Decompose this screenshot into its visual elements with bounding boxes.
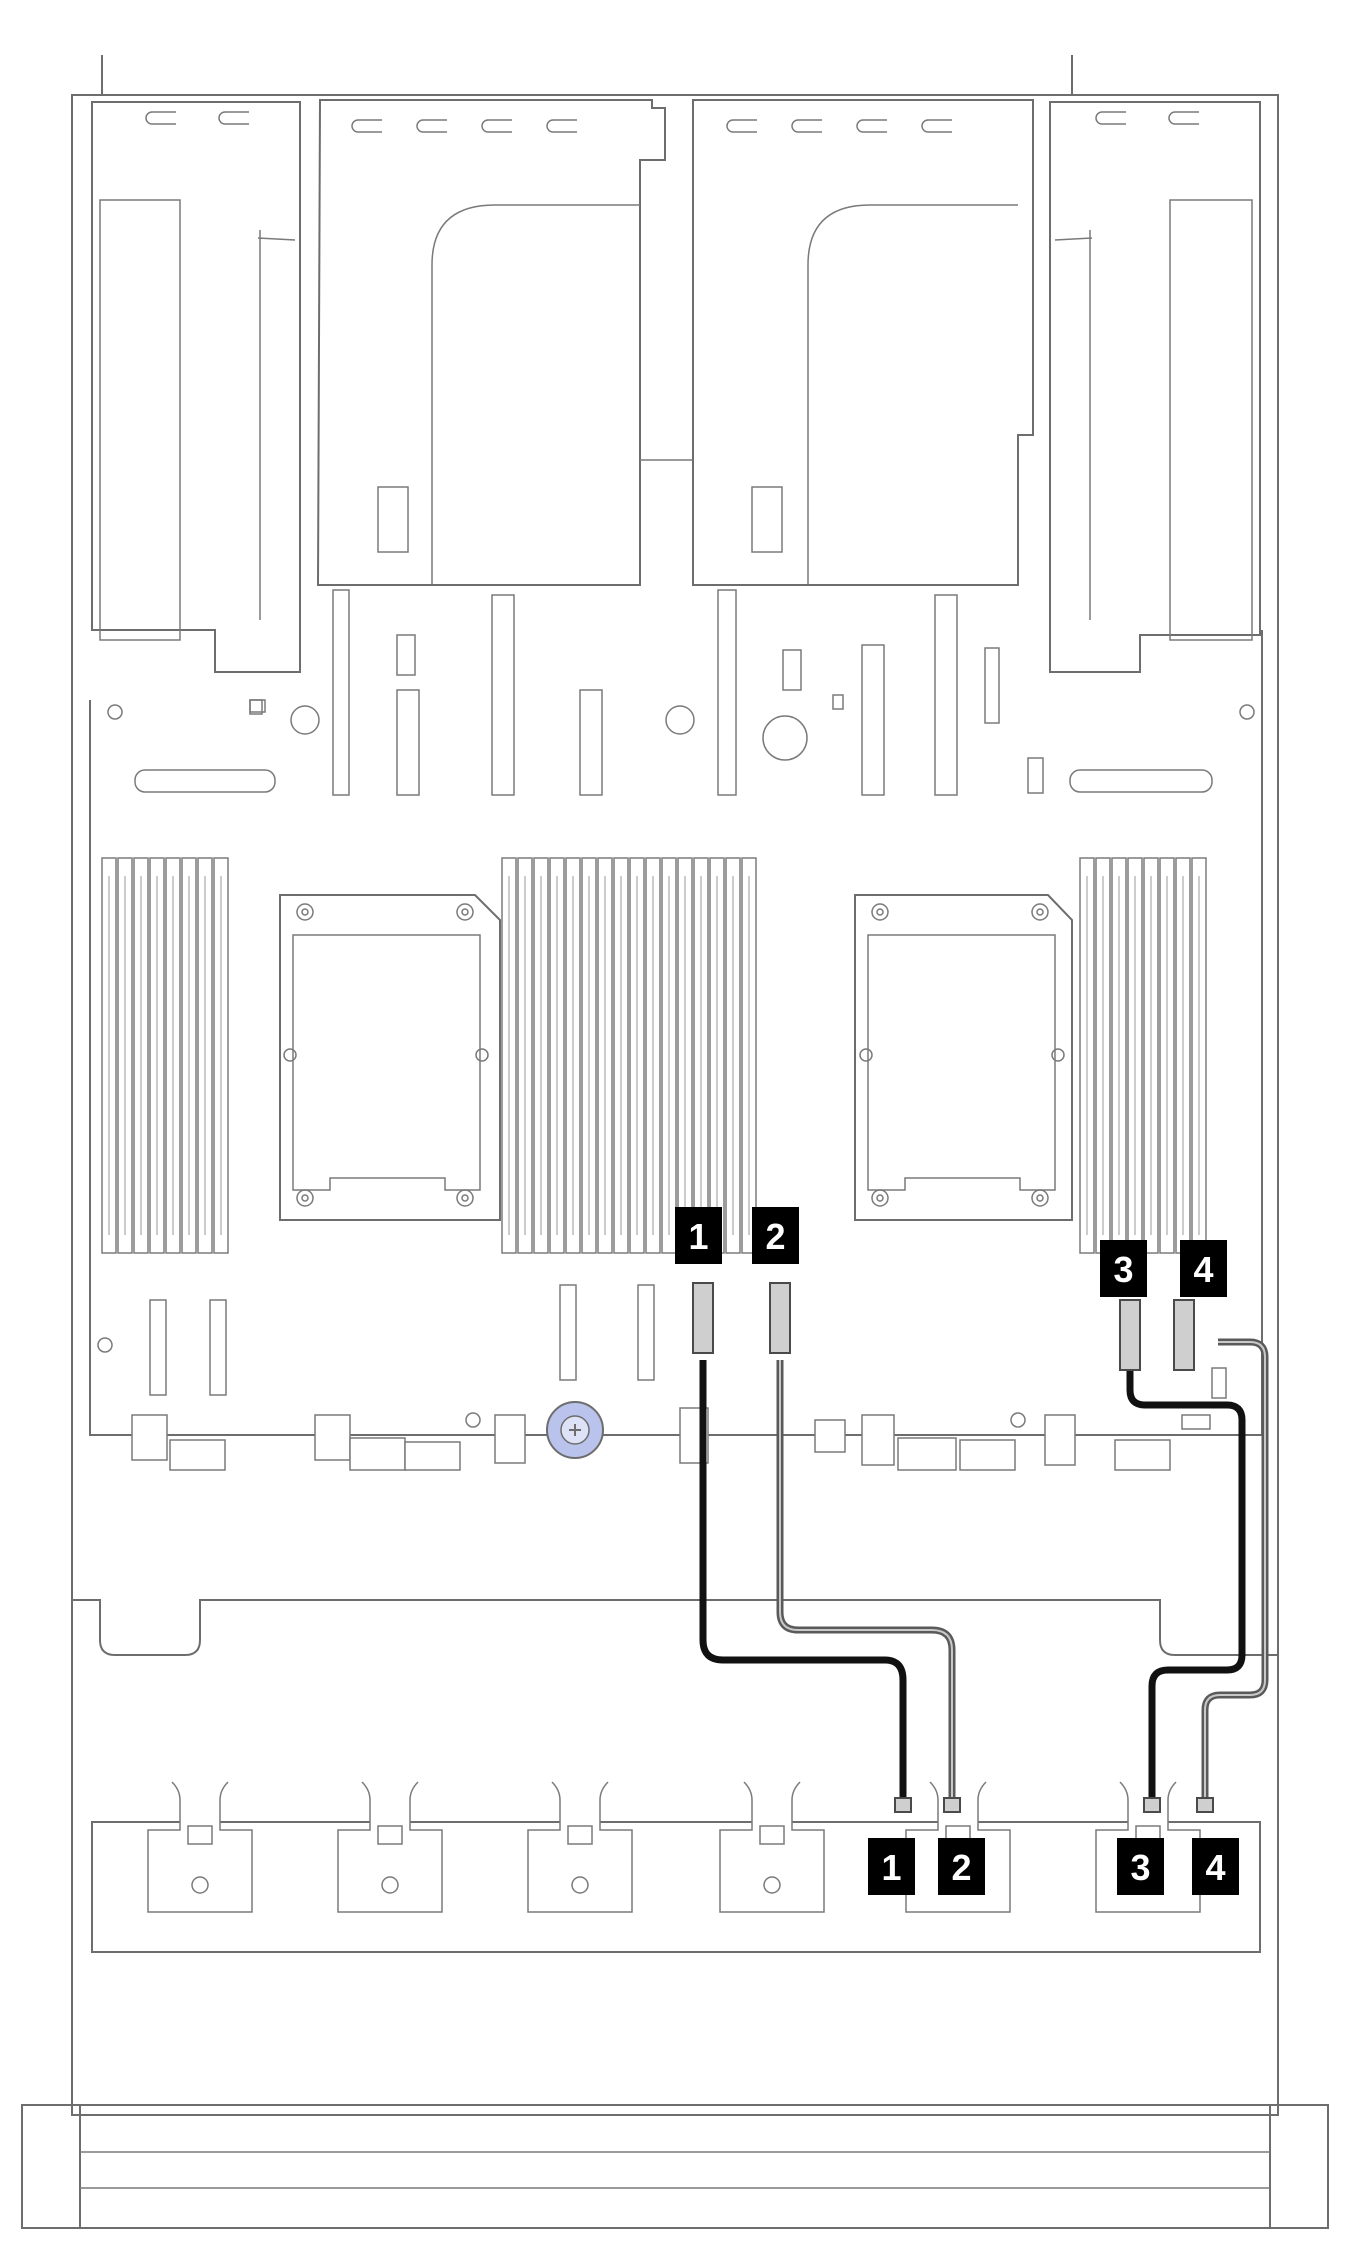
riser-left	[91, 101, 301, 673]
pcie-slot-connectors	[249, 589, 1044, 796]
drive-bay-latch	[527, 1781, 633, 1913]
processor-2-socket	[854, 894, 1073, 1221]
chassis	[21, 55, 1329, 2229]
dimm-slot	[501, 857, 517, 1254]
callout-2-board-label: 2	[765, 1216, 785, 1257]
dimm-slot	[565, 857, 581, 1254]
dimm-slot	[581, 857, 597, 1254]
dimm-slot	[1127, 857, 1143, 1254]
dimm-slot	[1095, 857, 1111, 1254]
air-baffle	[72, 1599, 1278, 1656]
dimm-slot	[629, 857, 645, 1254]
dimm-slot	[101, 857, 117, 1254]
callout-3-board-label: 3	[1113, 1249, 1133, 1290]
dimm-slot	[693, 857, 709, 1254]
callout-1-backplane: 1	[868, 1838, 915, 1895]
callout-4-backplane-label: 4	[1205, 1847, 1225, 1888]
riser-center-left	[316, 99, 666, 586]
dimm-slot	[645, 857, 661, 1254]
callout-1-board-label: 1	[688, 1216, 708, 1257]
drive-bay-latch	[719, 1781, 825, 1913]
backplane-connector-1	[894, 1797, 912, 1813]
dimm-slot	[613, 857, 629, 1254]
board-connectors-lower	[131, 1284, 1227, 1471]
dimm-slot	[533, 857, 549, 1254]
dimm-slot	[181, 857, 197, 1254]
drive-bay-latch	[337, 1781, 443, 1913]
dimm-bank-center	[501, 857, 757, 1254]
cable-2	[776, 1360, 956, 1800]
callout-2-backplane-label: 2	[951, 1847, 971, 1888]
dimm-slot	[709, 857, 725, 1254]
dimm-slot	[1175, 857, 1191, 1254]
callout-3-backplane: 3	[1117, 1838, 1164, 1895]
riser-right	[1049, 101, 1261, 673]
callout-2-board: 2	[752, 1207, 799, 1264]
dimm-slot	[117, 857, 133, 1254]
dimm-slot	[133, 857, 149, 1254]
dimm-slot	[1143, 857, 1159, 1254]
dimm-slot	[1111, 857, 1127, 1254]
dimm-slot	[725, 857, 741, 1254]
drive-bay-latch	[147, 1781, 253, 1913]
cable-1	[699, 1360, 907, 1800]
callout-3-board: 3	[1100, 1240, 1147, 1297]
board-connector-1	[692, 1282, 714, 1354]
dimm-bank-left	[101, 857, 229, 1254]
backplane-connector-4	[1196, 1797, 1214, 1813]
callout-1-backplane-label: 1	[881, 1847, 901, 1888]
dimm-slot	[165, 857, 181, 1254]
dimm-slot	[1079, 857, 1095, 1254]
dimm-slot	[197, 857, 213, 1254]
callout-4-backplane: 4	[1192, 1838, 1239, 1895]
board-connector-2	[769, 1282, 791, 1354]
callout-4-board-label: 4	[1193, 1249, 1213, 1290]
dimm-slot	[741, 857, 757, 1254]
riser-center-right	[640, 99, 1034, 586]
dimm-slot	[677, 857, 693, 1254]
callout-2-backplane: 2	[938, 1838, 985, 1895]
callout-4-board: 4	[1180, 1240, 1227, 1297]
cable-3	[1126, 1360, 1246, 1800]
dimm-slot	[517, 857, 533, 1254]
dimm-slot	[213, 857, 229, 1254]
board-connector-4	[1173, 1299, 1195, 1371]
dimm-bank-right	[1079, 857, 1207, 1254]
dimm-slot	[661, 857, 677, 1254]
system-board	[89, 589, 1263, 1436]
drive-backplane	[91, 1781, 1261, 1953]
cable-4	[1201, 1338, 1269, 1800]
board-screw	[546, 1401, 604, 1459]
front-bezel	[21, 2104, 1329, 2229]
dimm-slot	[1159, 857, 1175, 1254]
dimm-slot	[549, 857, 565, 1254]
dimm-slot	[1191, 857, 1207, 1254]
processor-1-socket	[279, 894, 501, 1221]
dimm-slot	[597, 857, 613, 1254]
board-connector-3	[1119, 1299, 1141, 1371]
callout-3-backplane-label: 3	[1130, 1847, 1150, 1888]
backplane-connector-3	[1143, 1797, 1161, 1813]
dimm-slot	[149, 857, 165, 1254]
callout-1-board: 1	[675, 1207, 722, 1264]
backplane-connector-2	[943, 1797, 961, 1813]
